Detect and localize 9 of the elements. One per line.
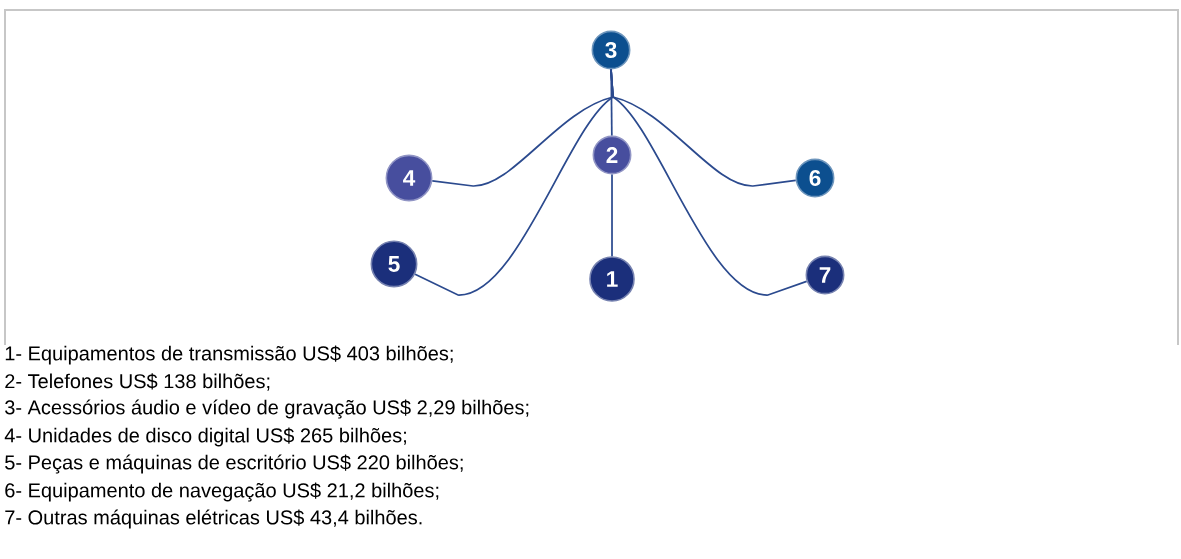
connector-line <box>611 173 613 258</box>
legend-text: 1- Equipamentos de transmissão US$ 403 bilhões; <box>5 345 453 365</box>
legend-text: 3- Acessórios áudio e vídeo de gravação US$ 2,29 bilhões; <box>5 399 529 419</box>
legend-text: 2- Telefones US$ 138 bilhões; <box>5 373 270 391</box>
connector-line <box>610 68 808 296</box>
legend-text: 7- Outras máquinas elétricas US$ 43,4 bilhões. <box>5 509 422 529</box>
legend-text: 6- Equipamento de navegação US$ 21,2 bilhões; <box>5 482 439 502</box>
legend-text: 4- Unidades de disco digital US$ 265 bilhões; <box>4 427 406 447</box>
legend-text: 5- Peças e máquinas de escritório US$ 220 bilhões; <box>5 454 463 474</box>
